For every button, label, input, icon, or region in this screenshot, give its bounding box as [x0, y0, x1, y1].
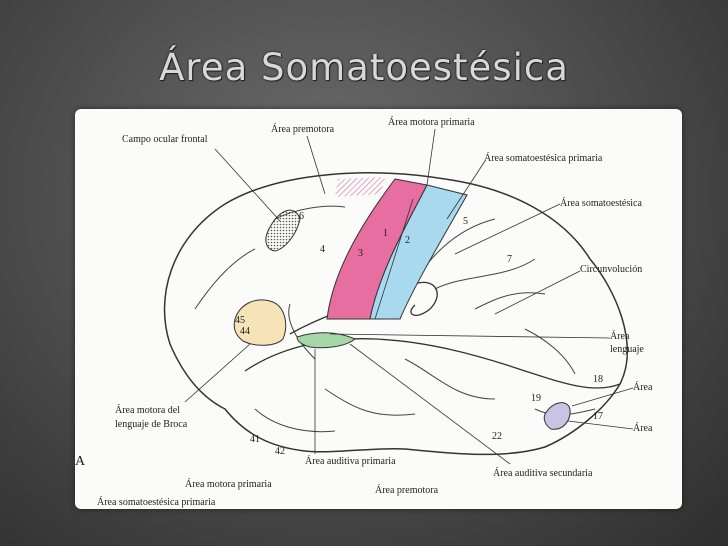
brain-diagram: Campo ocular frontal Área premotora Área…	[75, 116, 653, 508]
frontal-eye-field-region	[265, 209, 301, 252]
sulcus-lines	[194, 205, 596, 433]
label-area-17: Área	[633, 422, 653, 434]
area-number-7: 7	[507, 254, 512, 265]
area-number-18: 18	[593, 374, 603, 385]
label-area-premotora-bottom: Área premotora	[375, 484, 439, 496]
figure-letter: A	[75, 454, 86, 469]
area-number-41: 41	[250, 434, 260, 445]
label-area-lenguaje-2: lenguaje	[610, 344, 644, 355]
somatosensory-strip-region	[369, 184, 468, 320]
area-number-3: 3	[358, 248, 363, 259]
label-area-18: Área	[633, 381, 653, 393]
label-broca-2: lenguaje de Broca	[115, 419, 188, 430]
slide-title: Área Somatoestésica	[159, 46, 569, 89]
label-area-somatoestesica-primaria: Área somatoestésica primaria	[484, 152, 603, 164]
area-number-6: 6	[299, 211, 304, 222]
label-area-lenguaje-1: Área	[610, 330, 630, 342]
label-area-motora-primaria: Área motora primaria	[388, 116, 475, 128]
label-circunvolucion: Circunvolución	[580, 264, 642, 275]
label-area-auditiva-secundaria: Área auditiva secundaria	[493, 467, 593, 479]
premotor-hatched-region	[335, 177, 385, 197]
broca-region	[233, 299, 287, 346]
temporal-lobe-outline	[244, 338, 621, 389]
brain-outline	[163, 172, 628, 456]
label-broca-1: Área motora del	[115, 404, 180, 416]
leader-lines	[184, 128, 634, 465]
area-number-1: 1	[383, 228, 388, 239]
label-area-somatoestesica-secundaria: Área somatoestésica	[560, 197, 642, 209]
label-area-somatoestesica-primaria-bottom: Área somatoestésica primaria	[97, 496, 216, 508]
auditory-region	[296, 332, 356, 349]
area-number-22: 22	[492, 431, 502, 442]
area-number-19: 19	[531, 393, 541, 404]
area-number-4: 4	[320, 244, 325, 255]
label-area-premotora: Área premotora	[271, 123, 335, 135]
diagram-panel: Campo ocular frontal Área premotora Área…	[75, 109, 682, 509]
area-number-5: 5	[463, 216, 468, 227]
area-number-44: 44	[240, 326, 250, 337]
label-area-auditiva-primaria: Área auditiva primaria	[305, 455, 396, 467]
area-number-2: 2	[405, 235, 410, 246]
motor-somato-border	[374, 198, 414, 320]
visual-region	[543, 402, 571, 430]
area-number-17: 17	[593, 411, 603, 422]
label-area-motora-primaria-bottom: Área motora primaria	[185, 478, 272, 490]
area-number-42: 42	[275, 446, 285, 457]
label-campo-ocular-frontal: Campo ocular frontal	[122, 134, 208, 145]
area-number-45: 45	[235, 315, 245, 326]
